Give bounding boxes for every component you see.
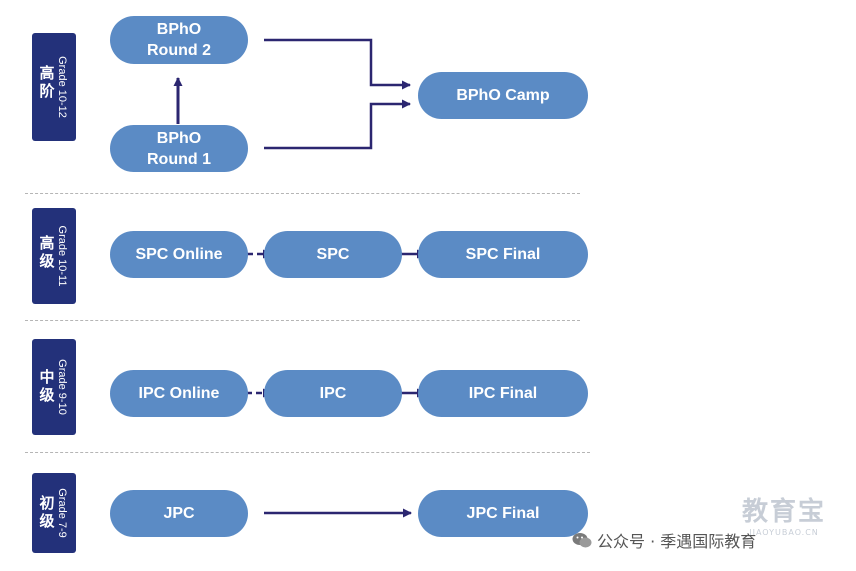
node-bpho-camp: BPhO Camp [418,72,588,119]
tier-divider [25,193,580,194]
wechat-watermark: 公众号 · 季遇国际教育 [572,528,756,552]
arrow-round2-to-camp [264,38,411,90]
arrow-round1-to-camp [264,99,411,150]
node-jpc-final: JPC Final [418,490,588,537]
node-jpc: JPC [110,490,248,537]
tier-name: 高阶 [39,64,55,100]
tier-name: 中级 [39,368,55,404]
tier-label-advanced: 高阶 Grade 10-12 [32,33,76,141]
brand-domain: JIAOYUBAO.CN [749,528,819,537]
wechat-icon [572,532,592,547]
watermark-text: 公众号 · 季遇国际教育 [597,532,757,551]
tier-name: 初级 [39,494,55,530]
node-ipc: IPC [264,370,402,417]
node-spc-final: SPC Final [418,231,588,278]
tier-divider [25,452,590,453]
node-spc-online: SPC Online [110,231,248,278]
tier-label-senior: 高级 Grade 10-11 [32,208,76,304]
node-bpho-round2: BPhO Round 2 [110,16,248,64]
tier-divider [25,320,580,321]
node-spc: SPC [264,231,402,278]
tier-label-intermediate: 中级 Grade 9-10 [32,339,76,435]
tier-name: 高级 [39,234,55,270]
brand-name: 教育宝 [741,497,826,527]
node-bpho-round1: BPhO Round 1 [110,125,248,172]
node-ipc-final: IPC Final [418,370,588,417]
brand-watermark: 教育宝 JIAOYUBAO.CN [728,496,840,556]
node-ipc-online: IPC Online [110,370,248,417]
tier-label-junior: 初级 Grade 7-9 [32,473,76,553]
